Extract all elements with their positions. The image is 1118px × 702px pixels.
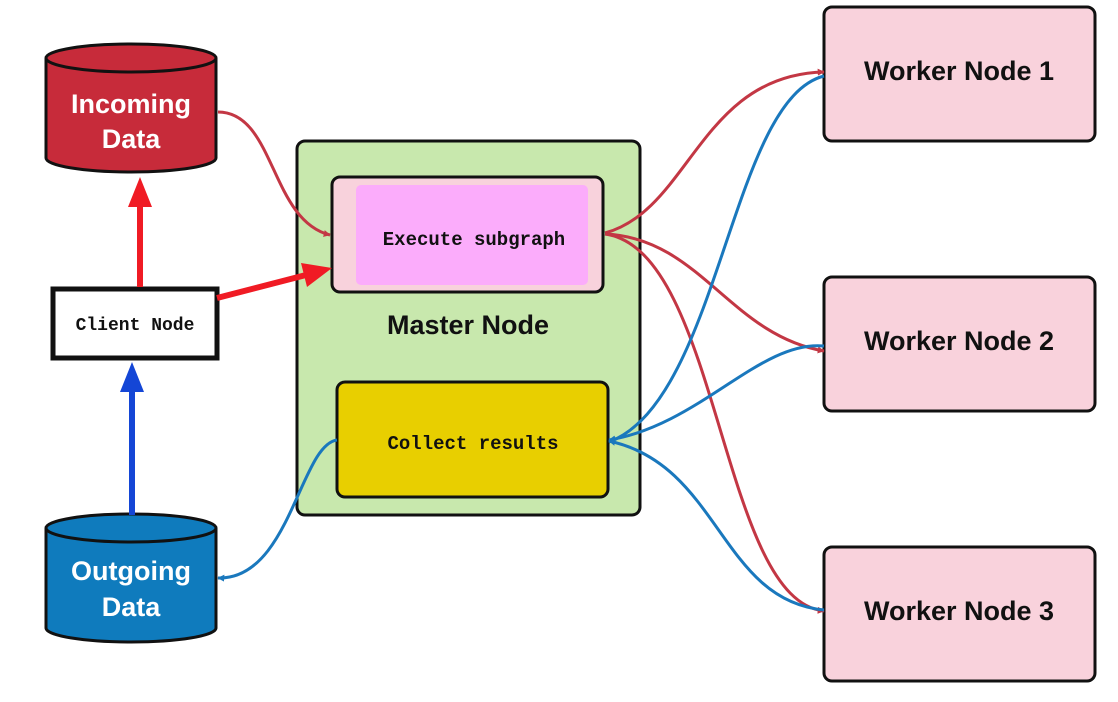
worker-2-to-collect-arrow bbox=[608, 344, 825, 443]
worker-node-3-box bbox=[822, 545, 1097, 683]
execute-to-worker-1-arrow bbox=[604, 68, 825, 235]
execute-to-worker-3-arrow bbox=[604, 232, 825, 614]
collect-to-outgoing-arrow bbox=[217, 438, 338, 582]
worker-node-3-label: Worker Node 3 bbox=[864, 596, 1054, 626]
collect-results-label: Collect results bbox=[387, 433, 558, 455]
execute-subgraph-label: Execute subgraph bbox=[383, 229, 565, 251]
execute-to-worker-2-arrow bbox=[604, 232, 825, 354]
outgoing-data-cylinder: Outgoing Data bbox=[44, 512, 218, 644]
outgoing-data-label-line1: Outgoing bbox=[71, 556, 191, 586]
client-to-incoming-arrow bbox=[128, 177, 152, 287]
worker-node-2-box bbox=[822, 275, 1097, 413]
outgoing-data-label-line2: Data bbox=[102, 592, 162, 622]
client-node-label: Client Node bbox=[76, 316, 195, 336]
outgoing-to-client-arrow bbox=[120, 362, 144, 515]
worker-node-1-label: Worker Node 1 bbox=[864, 56, 1054, 86]
client-node-box bbox=[50, 286, 220, 361]
master-node-label: Master Node bbox=[387, 310, 549, 340]
incoming-data-cylinder: Incoming Data bbox=[44, 42, 218, 174]
client-to-execute-arrow bbox=[216, 263, 332, 301]
worker-3-to-collect-arrow bbox=[608, 438, 825, 612]
execute-subgraph-inner bbox=[356, 185, 588, 285]
incoming-data-label-line2: Data bbox=[102, 124, 162, 154]
incoming-to-execute-arrow bbox=[217, 110, 331, 237]
worker-node-2-label: Worker Node 2 bbox=[864, 326, 1054, 356]
worker-1-to-collect-arrow bbox=[608, 74, 825, 444]
collect-results-box bbox=[335, 380, 610, 499]
incoming-data-label-line1: Incoming bbox=[71, 89, 191, 119]
